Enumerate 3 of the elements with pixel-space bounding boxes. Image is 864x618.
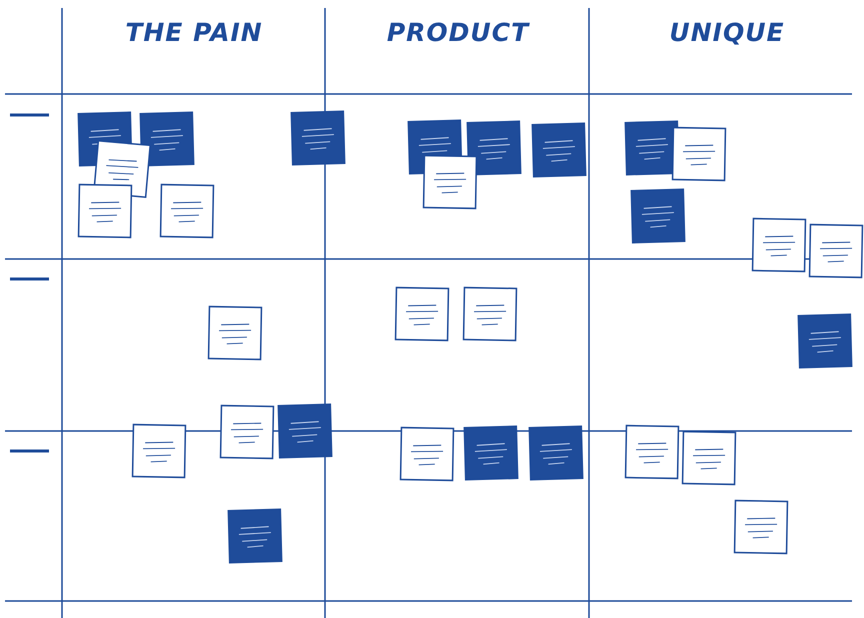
column-heading: UNIQUE	[668, 18, 786, 47]
column-heading: THE PAIN	[124, 18, 264, 47]
column-heading: PRODUCT	[386, 18, 531, 47]
